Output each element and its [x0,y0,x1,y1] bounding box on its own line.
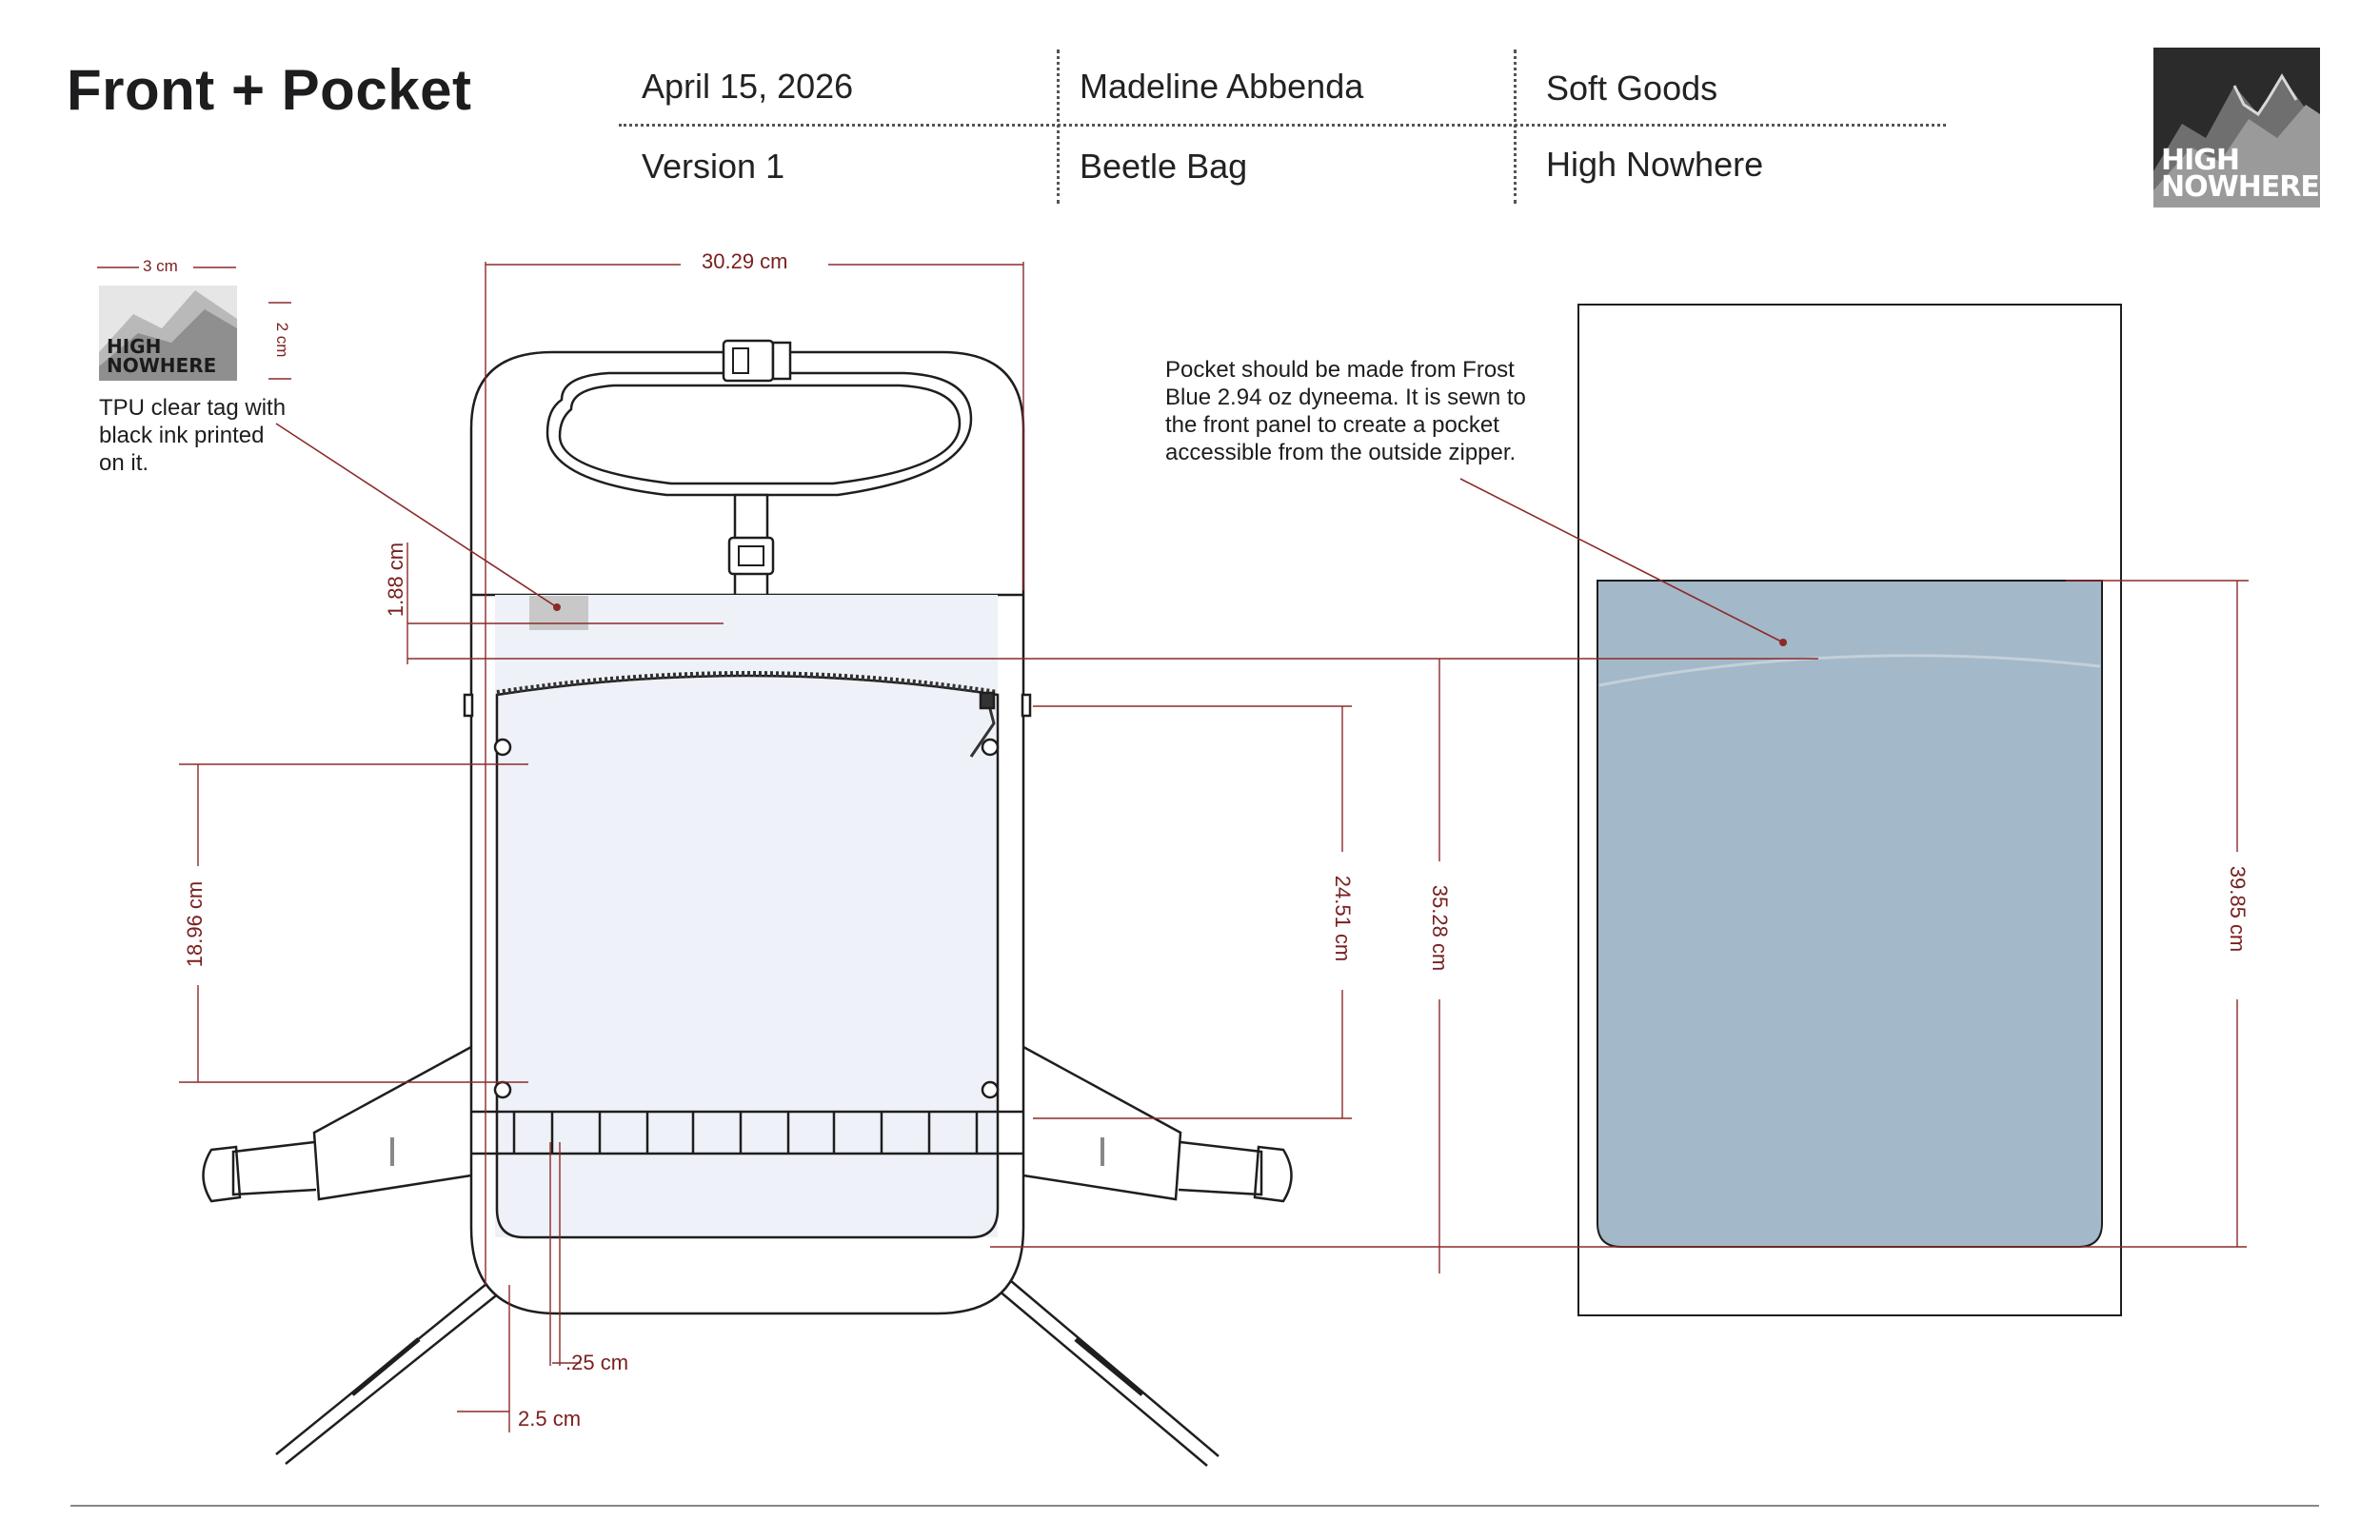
dim-side-height: 18.96 cm [183,880,207,968]
pocket-detail-view [1577,304,2122,1316]
header-brand: High Nowhere [1546,145,1764,184]
mountain-icon [2153,73,2320,207]
tag-logo-line1: HIGH [107,335,162,358]
header-column-divider [1514,49,1517,204]
header-designer: Madeline Abbenda [1080,67,1364,106]
dim-edge: 2.5 cm [518,1407,582,1431]
dimension-lines [97,262,2249,1432]
header-date: April 15, 2026 [642,67,854,106]
tag-note: TPU clear tag with black ink printed on … [99,395,287,476]
roll-top-handle [545,371,973,497]
brand-logo: HIGH NOWHERE [2153,48,2320,207]
tag-image [99,286,237,381]
logo-line1: HIGH [2161,144,2240,177]
lower-strap-left [275,1274,510,1465]
leader-dot [1779,639,1787,646]
dim-panel-height: 35.28 cm [1428,884,1452,972]
tag-placement [529,596,588,630]
zipper [496,671,999,696]
side-strap-left [202,1045,472,1203]
footer-divider [70,1505,2319,1507]
dim-width: 30.29 cm [702,249,788,273]
tag-logo-line2: NOWHERE [107,354,217,377]
header-product: Beetle Bag [1080,147,1248,186]
side-strap-right [1022,1045,1293,1203]
dim-seam: .25 cm [565,1351,629,1374]
dim-pocket-height: 24.51 cm [1331,875,1355,962]
dim-tag-offset: 1.88 cm [384,542,407,618]
page-title: Front + Pocket [67,58,472,122]
pocket-note: Pocket should be made from Frost Blue 2.… [1165,357,1526,465]
logo-line2: NOWHERE [2161,170,2320,204]
dim-pocket-full-height: 39.85 cm [2226,865,2250,953]
header-version: Version 1 [642,147,785,186]
header-divider [619,124,1946,127]
tag-height-dim: 2 cm [273,322,291,358]
leader-lines [275,423,1784,643]
header-column-divider [1057,49,1060,204]
lower-strap-right [991,1274,1220,1467]
tag-width-dim: 3 cm [143,257,178,275]
header-category: Soft Goods [1546,69,1718,108]
daisy-chain [471,1110,1023,1155]
bag-front-view [202,339,1293,1467]
leader-dot [553,603,561,611]
